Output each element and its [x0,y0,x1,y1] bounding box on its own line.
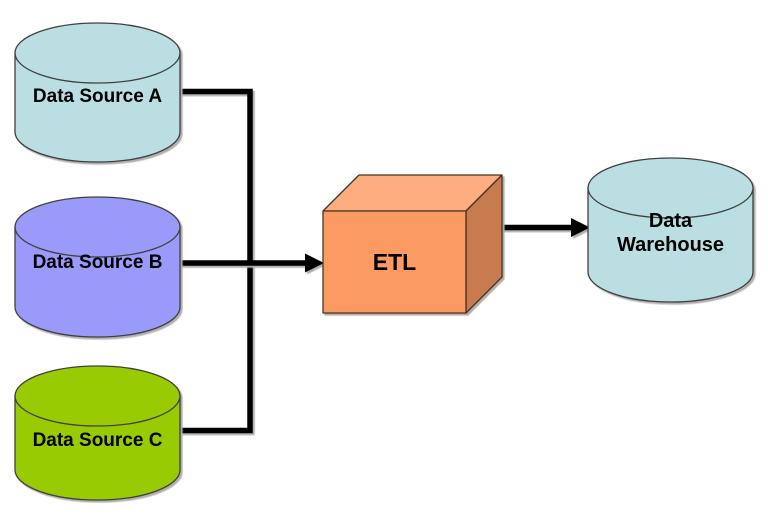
node-source-c [14,365,181,501]
node-warehouse [587,157,754,303]
warehouse-label: Data Warehouse [616,210,725,256]
cylinder-top [587,157,754,219]
cylinder-top [14,196,181,258]
cylinder-body [14,226,181,338]
connector-b-to-etl [179,253,324,273]
cylinder-top [14,22,181,84]
node-source-a [14,22,181,163]
source-a-label: Data Source A [32,86,163,107]
arrowhead-to-etl-icon [305,253,324,273]
connector-etl-to-warehouse [497,218,590,237]
arrowhead-to-warehouse-icon [571,218,590,237]
source-b-label: Data Source B [32,252,163,273]
node-source-b [14,196,181,338]
cylinder-body [14,52,181,163]
node-etl [322,174,503,314]
etl-label: ETL [372,249,417,275]
cylinder-top [14,365,181,427]
cylinder-body [587,187,754,303]
source-c-label: Data Source C [32,430,163,451]
box-front-face [322,210,467,314]
